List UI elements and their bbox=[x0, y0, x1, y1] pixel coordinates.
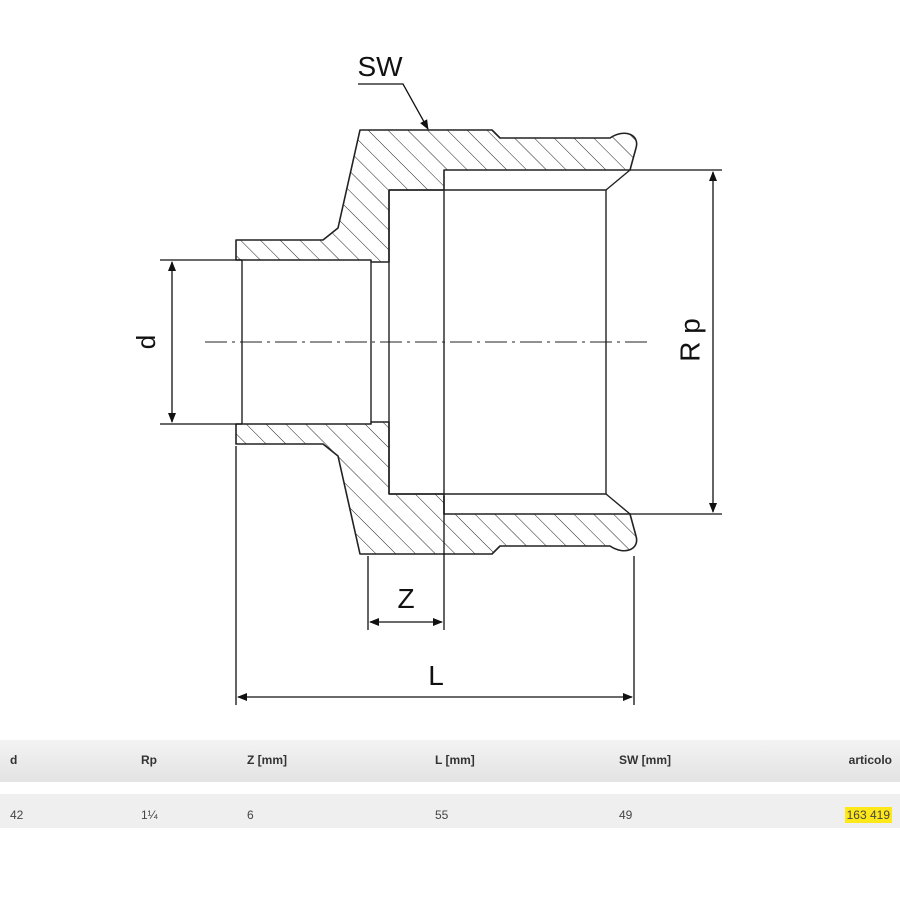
sw-label: SW bbox=[357, 51, 403, 82]
rp-dimension bbox=[630, 169, 722, 515]
table-row: 42 1¼ 6 55 49 163 419 bbox=[0, 794, 900, 828]
cell-rp: 1¼ bbox=[141, 808, 158, 822]
header-sw: SW [mm] bbox=[619, 753, 671, 767]
l-label: L bbox=[428, 660, 444, 691]
z-label: Z bbox=[397, 583, 414, 614]
cell-articolo-wrap: 163 419 bbox=[844, 807, 892, 823]
header-l: L [mm] bbox=[435, 753, 475, 767]
rp-label: R p bbox=[674, 318, 705, 362]
cell-sw: 49 bbox=[619, 808, 633, 822]
lower-wall-section bbox=[235, 421, 638, 555]
header-z: Z [mm] bbox=[247, 753, 287, 767]
z-dimension bbox=[367, 496, 445, 630]
cell-z: 6 bbox=[247, 808, 254, 822]
article-number-highlight[interactable]: 163 419 bbox=[844, 807, 892, 823]
upper-wall-section bbox=[235, 129, 638, 263]
cell-d: 42 bbox=[10, 808, 24, 822]
spec-table: d Rp Z [mm] L [mm] SW [mm] articolo 42 1… bbox=[0, 740, 900, 828]
d-label: d bbox=[131, 335, 161, 349]
header-d: d bbox=[10, 753, 18, 767]
table-header-row: d Rp Z [mm] L [mm] SW [mm] articolo bbox=[0, 740, 900, 782]
d-dimension bbox=[160, 259, 242, 425]
header-articolo: articolo bbox=[848, 753, 892, 767]
table-spacer bbox=[0, 782, 900, 794]
header-rp: Rp bbox=[141, 753, 157, 767]
cell-l: 55 bbox=[435, 808, 449, 822]
l-dimension bbox=[235, 446, 635, 705]
sw-leader bbox=[358, 83, 429, 130]
fitting-technical-drawing: d R p Z L SW bbox=[131, 51, 722, 705]
